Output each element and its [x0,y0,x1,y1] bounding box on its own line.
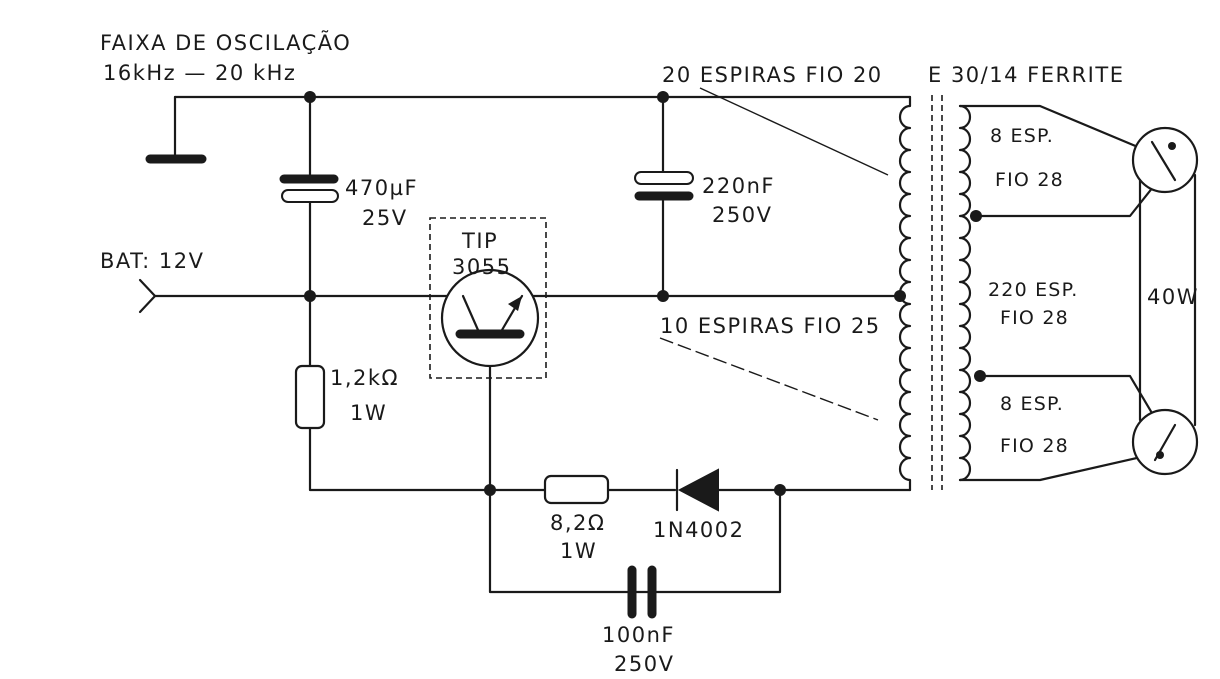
battery-label: BAT: 12V [100,249,205,273]
capacitor-c1 [279,174,339,203]
diode-label: 1N4002 [653,518,745,542]
junction-node [657,91,669,103]
junction-node [304,290,316,302]
primary-winding-label: 20 ESPIRAS FIO 20 [662,63,883,87]
c2-value-label: 220nF [702,174,775,198]
primary-coil [898,95,912,492]
secondary-coil [958,104,972,482]
secondary-1-turns-label: 8 ESP. [990,125,1054,147]
lamp-power-label: 40W [1147,285,1199,309]
r1-power-label: 1W [350,401,387,425]
battery-terminal-arrow [138,278,157,314]
secondary-2-wire-label: FIO 28 [1000,307,1069,329]
oscillation-range-title: FAIXA DE OSCILAÇÃO [100,29,351,55]
transistor-label-line1: TIP [461,229,498,253]
r1-value-label: 1,2kΩ [330,366,399,390]
r2-power-label: 1W [560,539,597,563]
capacitor-c2 [634,171,694,201]
junction-node [657,290,669,302]
transistor-tip3055 [429,217,547,379]
c1-value-label: 470µF [345,176,418,200]
junction-node [774,484,786,496]
oscillation-range-value: 16kHz — 20 kHz [103,61,296,85]
c1-voltage-label: 25V [362,206,408,230]
r1-bottom-wire [308,426,547,492]
transistor-label-line2: 3055 [452,255,511,279]
secondary-3-wire-label: FIO 28 [1000,435,1069,457]
secondary-3-turns-label: 8 ESP. [1000,393,1064,415]
primary-leader-line [699,87,889,176]
resistor-r1 [294,364,326,430]
resistor-r2 [543,474,610,505]
base-feedback-wire [488,336,782,594]
diode-1n4002 [675,468,719,512]
fluorescent-lamp [1131,126,1199,476]
feedback-winding-label: 10 ESPIRAS FIO 25 [660,314,881,338]
feedback-leader-line [659,337,879,421]
secondary-2-turns-label: 220 ESP. [988,279,1079,301]
secondary-1-wire-label: FIO 28 [995,169,1064,191]
c3-value-label: 100nF [602,623,675,647]
junction-node [304,91,316,103]
c2-voltage-label: 250V [712,203,772,227]
r2-value-label: 8,2Ω [550,511,605,535]
junction-node [484,484,496,496]
c3-voltage-label: 250V [614,652,674,676]
core-label: E 30/14 FERRITE [928,63,1124,87]
capacitor-c3 [627,565,657,619]
